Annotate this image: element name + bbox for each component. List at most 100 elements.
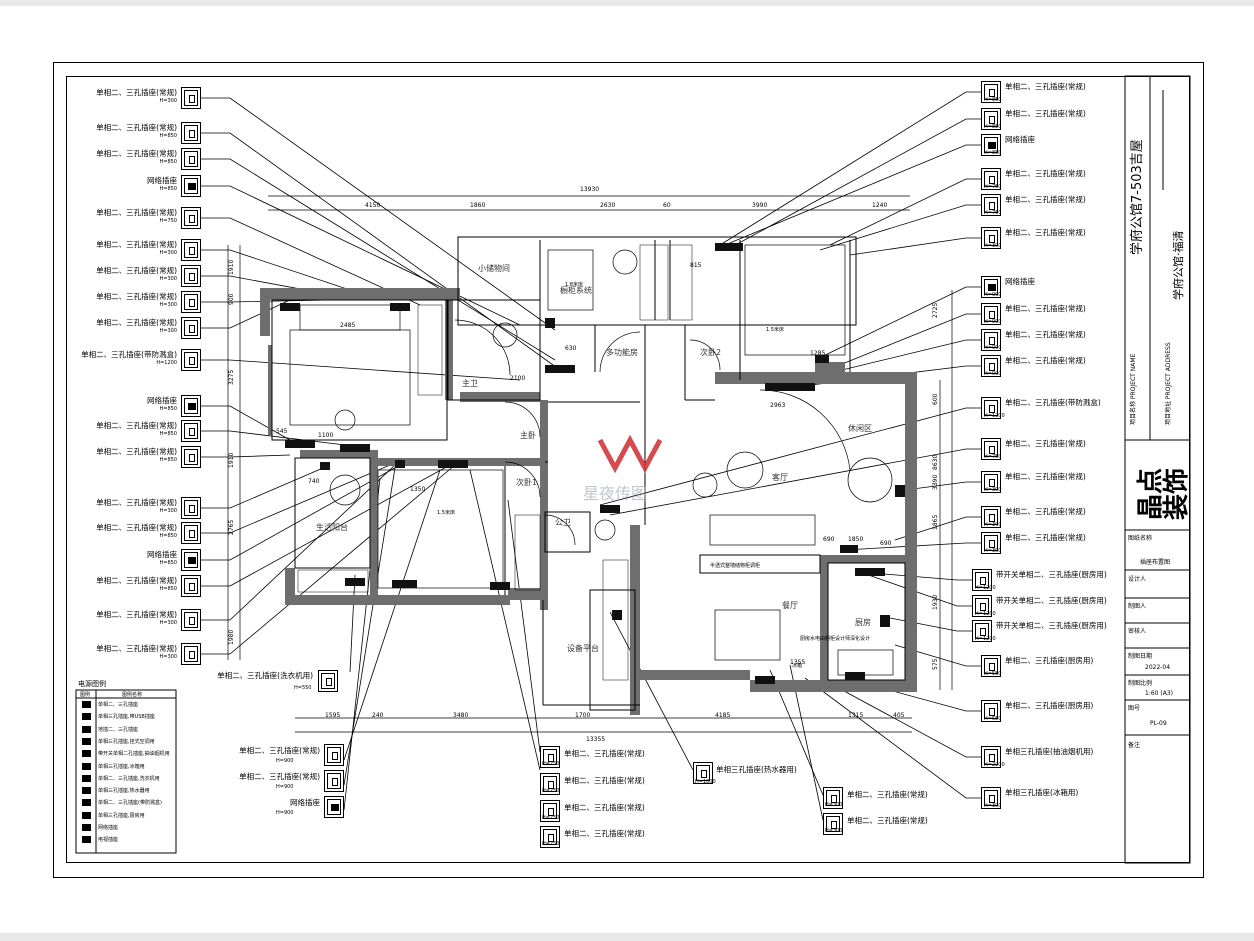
drawing-sheet-border	[53, 62, 1204, 878]
right-socket-height: H=300	[984, 548, 1002, 554]
right-socket-icon-glyph	[989, 337, 995, 345]
left-socket-height: H=1200	[156, 360, 177, 366]
right-socket-label: 单相二、三孔插座(常规)	[1005, 228, 1086, 237]
bottom-c-height: H=300	[825, 802, 843, 808]
plan-socket-marker	[880, 615, 890, 627]
left-socket-label: 单相二、三孔插座(常规)	[96, 266, 177, 275]
dimension-lines	[227, 195, 953, 733]
room-kitchen: 厨房	[855, 618, 871, 627]
left-socket-icon-glyph	[189, 247, 195, 255]
left-socket-label: 单相二、三孔插座(常规)	[96, 447, 177, 456]
right-leader-line	[719, 91, 981, 246]
left-socket-label: 网络插座	[147, 176, 177, 185]
right-socket-height: H=850	[984, 97, 1002, 103]
right-leader-line	[819, 677, 981, 758]
bottom-b-height: H=750	[542, 841, 560, 847]
left-socket-icon	[181, 148, 201, 170]
bottom-b-icon-glyph	[548, 781, 554, 789]
right-socket-height: H=900	[984, 371, 1002, 377]
right-leader-line	[829, 178, 981, 246]
right-socket-icon	[981, 700, 1001, 722]
legend-item-label: 电视插座	[98, 837, 119, 844]
left-socket-icon-glyph	[188, 403, 196, 410]
bottom-leader-line	[609, 611, 694, 771]
plan-socket-marker	[840, 545, 858, 553]
right-socket-icon-glyph	[980, 628, 986, 636]
right-leader-line	[789, 313, 981, 386]
bottom-leader-line	[507, 499, 541, 753]
plan-socket-marker	[395, 460, 405, 468]
hatch	[297, 244, 693, 681]
left-socket-height: H=850	[159, 186, 178, 192]
bottom-b-label: 单相二、三孔插座(常规)	[564, 776, 645, 785]
right-socket-icon	[972, 569, 992, 591]
left-socket-icon-glyph	[189, 583, 195, 591]
left-socket-icon-glyph	[189, 95, 195, 103]
left-socket-icon	[181, 395, 201, 417]
right-socket-label: 单相二、三孔插座(厨房用)	[1005, 656, 1094, 665]
left-socket-icon-glyph	[189, 505, 195, 513]
right-socket-icon-glyph	[989, 754, 995, 762]
left-socket-icon-glyph	[189, 357, 195, 365]
room-public-bath: 公卫	[555, 518, 571, 527]
bottom-b-icon-glyph	[548, 754, 554, 762]
right-socket-height: H=900	[984, 319, 1002, 325]
right-leader-line	[849, 237, 981, 256]
room-bedroom2: 次卧2	[700, 348, 722, 357]
dim-inner: 1285	[810, 350, 826, 357]
right-socket-icon	[981, 787, 1001, 809]
bottom-a-height: H=900	[276, 758, 294, 764]
bottom-c-label: 单相二、三孔插座(常规)	[847, 790, 928, 799]
legend-table	[75, 689, 177, 854]
right-socket-icon	[981, 506, 1001, 528]
dim-right-segment: 575	[932, 658, 939, 670]
bottom-c-icon	[823, 813, 843, 835]
legend-item-symbol-icon	[82, 787, 91, 795]
bed-third-label: 1.5米床	[437, 510, 455, 516]
legend-col-name: 图例名称	[122, 692, 143, 698]
left-socket-icon-glyph	[189, 156, 195, 164]
plan-socket-marker	[490, 582, 510, 590]
dim-inner: 740	[308, 478, 320, 485]
left-socket-icon	[181, 317, 201, 339]
right-socket-icon-glyph	[989, 235, 995, 243]
right-socket-icon	[981, 532, 1001, 554]
bottom-a-icon-glyph	[331, 804, 339, 811]
left-socket-label: 单相二、三孔插座(常规)	[96, 498, 177, 507]
legend-item-label: 单相三孔插座,冰箱用	[98, 763, 145, 770]
number-value: PL-09	[1150, 720, 1167, 727]
right-socket-height: H=750	[984, 454, 1002, 460]
dim-right-segment: 2725	[932, 302, 939, 318]
left-socket-height: H=300	[159, 302, 178, 308]
right-socket-label: 单相二、三孔插座(常规)	[1005, 195, 1086, 204]
dim-left-segment: 1980	[228, 629, 235, 645]
bottom-b-icon-glyph	[548, 834, 554, 842]
left-socket-height: H=300	[159, 328, 178, 334]
bottom-b-height: H=750	[542, 761, 560, 767]
legend-item-label: 带开关单相二孔插座,抽油烟机用	[98, 751, 170, 758]
room-storage: 小储物间	[478, 264, 510, 273]
bed-second-label: 1.5米床	[766, 327, 784, 333]
washer-socket-label: 单相二、三孔插座(洗衣机用)	[217, 671, 313, 680]
legend-item-label: 网络插座	[98, 825, 119, 831]
right-socket-icon-glyph	[989, 446, 995, 454]
right-socket-height: H=300	[984, 522, 1002, 528]
right-leader-line	[724, 144, 981, 246]
plan-socket-marker	[285, 440, 315, 448]
legend-item-symbol-icon	[82, 811, 91, 819]
left-leader-line	[201, 217, 421, 306]
right-socket-label: 单相二、三孔插座(厨房用)	[1005, 701, 1094, 710]
left-socket-icon-glyph	[189, 428, 195, 436]
bottom-a-icon	[324, 796, 344, 818]
title-block-lines	[1124, 75, 1191, 864]
bottom-a-icon-glyph	[332, 778, 338, 786]
right-leader-line	[609, 448, 981, 516]
left-socket-height: H=850	[159, 457, 178, 463]
left-socket-icon	[181, 239, 201, 261]
room-cabinet: 橱柜系统	[560, 286, 592, 295]
legend-item-symbol-icon	[82, 762, 91, 770]
left-socket-height: H=300	[159, 276, 178, 282]
left-socket-icon	[181, 291, 201, 313]
right-socket-label: 单相二、三孔插座(常规)	[1005, 82, 1086, 91]
legend-item-label: 单相三孔插座,带USB插座	[98, 714, 155, 721]
